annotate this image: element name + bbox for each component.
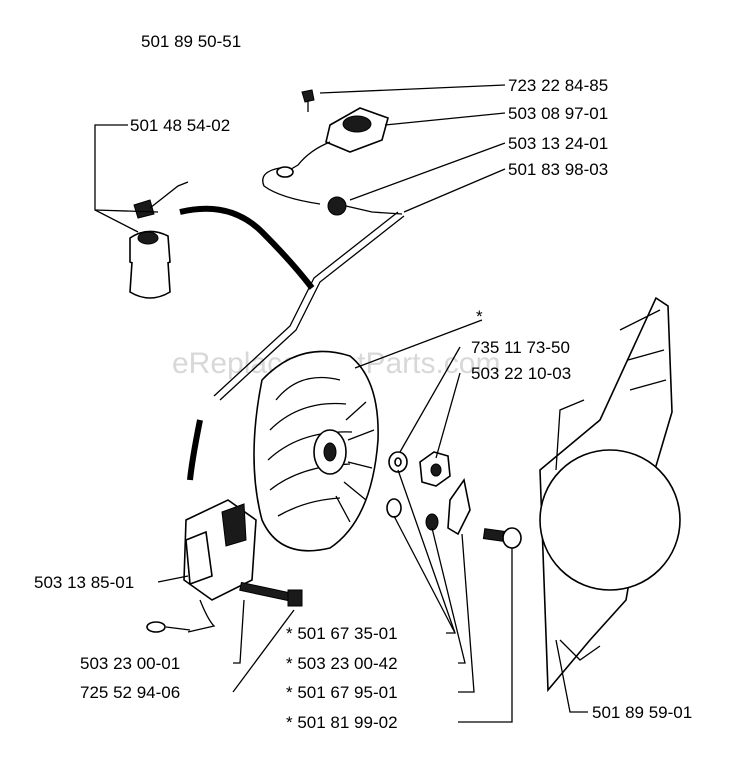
part-label-503-08-97-01: 503 08 97-01 — [508, 104, 608, 123]
part-label-503-13-24-01: 503 13 24-01 — [508, 134, 608, 153]
small-parts-illustration — [386, 451, 522, 549]
part-label-501-89-59-01: 501 89 59-01 — [592, 703, 692, 722]
starter-housing-illustration — [539, 296, 681, 693]
part-label-501-67-35-01: * 501 67 35-01 — [286, 624, 398, 643]
part-label-501-83-98-03: 501 83 98-03 — [508, 160, 608, 179]
spark-plug-cap-illustration — [129, 181, 315, 299]
part-label-503-23-00-01: 503 23 00-01 — [80, 654, 180, 673]
flywheel-illustration — [253, 350, 379, 552]
part-label-501-67-95-01: * 501 67 95-01 — [286, 683, 398, 702]
part-label-501-89-50-51: 501 89 50-51 — [141, 32, 241, 51]
part-label-501-81-99-02: * 501 81 99-02 — [286, 713, 398, 732]
ignition-module-illustration — [146, 499, 303, 633]
part-label-725-52-94-06: 725 52 94-06 — [80, 683, 180, 702]
part-label-735-11-73-50: 735 11 73-50 — [471, 338, 570, 357]
part-label-501-48-54-02: 501 48 54-02 — [130, 116, 230, 135]
part-label-503-13-85-01: 503 13 85-01 — [34, 573, 134, 592]
leader-lines — [94, 84, 588, 723]
part-label-503-23-00-42: * 503 23 00-42 — [286, 654, 398, 673]
part-label-star-flywheel: * — [476, 307, 483, 326]
part-labels: 501 89 50-51 501 48 54-02 723 22 84-85 5… — [34, 32, 692, 732]
part-label-723-22-84-85: 723 22 84-85 — [508, 76, 608, 95]
stop-switch-illustration — [187, 89, 405, 481]
part-label-503-22-10-03: 503 22 10-03 — [471, 364, 571, 383]
